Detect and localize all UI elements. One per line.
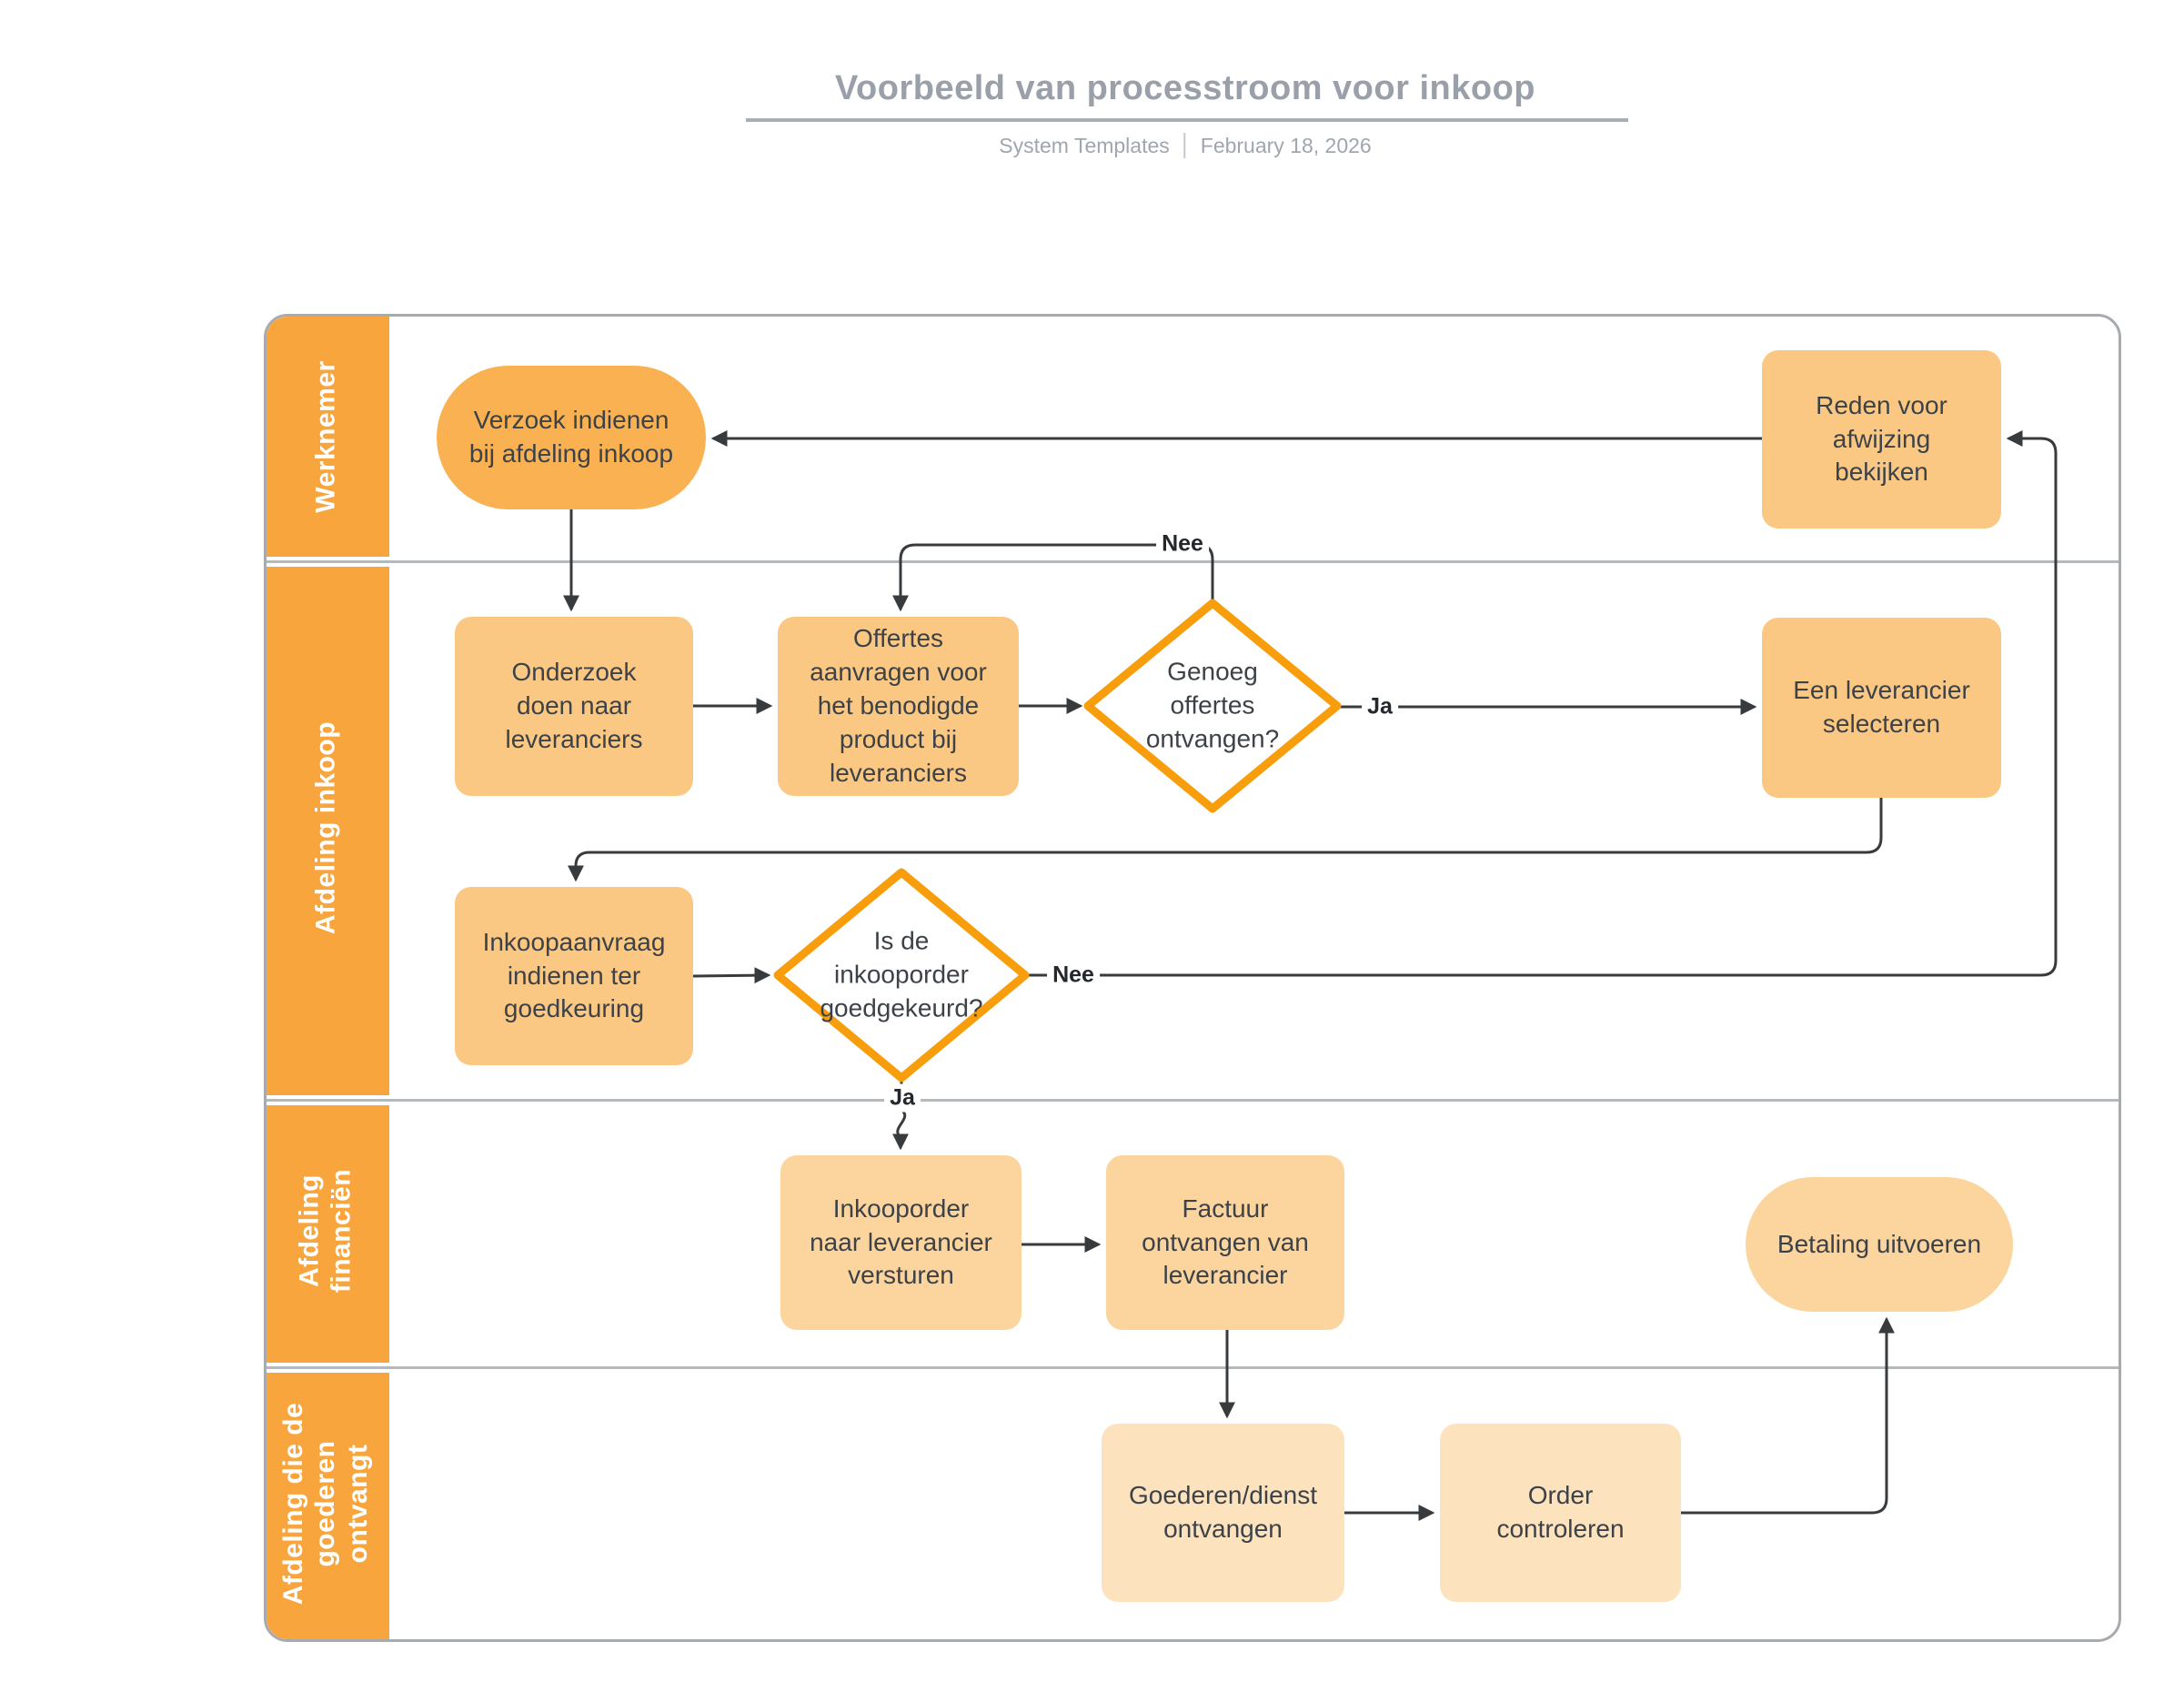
edge-goedgekeurd-nee-reden: [1025, 430, 2058, 977]
node-label-inkooporder-goedgekeurd: Is de inkooporder goedgekeurd?: [820, 926, 983, 1022]
edge-inkoopaanvraag-naar-goedgekeurd: [692, 967, 771, 984]
node-genoeg-offertes[interactable]: [1083, 599, 1342, 813]
lane-divider: [267, 1095, 2119, 1105]
lane-divider-line: [267, 560, 2119, 563]
subtitle-separator: [1183, 133, 1186, 158]
node-label-genoeg-offertes: Genoeg offertes ontvangen?: [1145, 657, 1280, 753]
subtitle-date: February 18, 2026: [1200, 133, 1372, 157]
node-factuur-ontvangen[interactable]: Factuur ontvangen van leverancier: [1106, 1155, 1344, 1330]
node-goederen-ontvangen[interactable]: Goederen/dienst ontvangen: [1102, 1424, 1344, 1602]
lane-label-4: Afdeling die de goederen ontvangt: [277, 1402, 373, 1605]
lane-divider-line: [267, 1366, 2119, 1369]
node-onderzoek-leveranciers[interactable]: Onderzoek doen naar leveranciers: [455, 617, 693, 796]
lane-label-2: Afdeling inkoop: [309, 720, 340, 935]
edge-order-naar-betaling: [1681, 1316, 1895, 1515]
lane-label-1: Werknemer: [309, 359, 340, 513]
edge-label-genoeg-nee-offertes: Nee: [1156, 529, 1209, 559]
edge-label-genoeg-ja-leverancier: Ja: [1362, 692, 1398, 721]
edge-leverancier-naar-inkoopaanvraag: [568, 798, 1883, 882]
node-reden-afwijzing[interactable]: Reden voor afwijzing bekijken: [1762, 350, 2001, 529]
page-title: Voorbeeld van processtroom voor inkoop: [835, 69, 1535, 107]
node-inkoopaanvraag-indienen[interactable]: Inkoopaanvraag indienen ter goedkeuring: [455, 887, 693, 1065]
lane-divider: [267, 1363, 2119, 1373]
lane-label-column: [267, 317, 389, 1639]
node-verzoek-indienen[interactable]: Verzoek indienen bij afdeling inkoop: [437, 366, 706, 509]
node-inkooporder-goedgekeurd[interactable]: [773, 868, 1030, 1083]
page-subtitle: System Templates February 18, 2026: [999, 133, 1372, 158]
node-order-controleren[interactable]: Order controleren: [1440, 1424, 1681, 1602]
lane-label-3: Afdeling financiën: [294, 1168, 357, 1294]
node-betaling-uitvoeren[interactable]: Betaling uitvoeren: [1746, 1177, 2013, 1312]
edge-label-goedgekeurd-ja-inkooporder: Ja: [884, 1083, 921, 1113]
title-underline: [746, 118, 1628, 122]
subtitle-author: System Templates: [999, 133, 1170, 157]
node-offertes-aanvragen[interactable]: Offertes aanvragen voor het benodigde pr…: [778, 617, 1019, 796]
edge-genoeg-nee-offertes: [892, 543, 1214, 612]
edge-label-goedgekeurd-nee-reden: Nee: [1047, 961, 1100, 990]
lane-divider: [267, 557, 2119, 567]
node-inkooporder-versturen[interactable]: Inkooporder naar leverancier versturen: [780, 1155, 1022, 1330]
lane-divider-line: [267, 1099, 2119, 1102]
node-leverancier-selecteren[interactable]: Een leverancier selecteren: [1762, 618, 2001, 798]
